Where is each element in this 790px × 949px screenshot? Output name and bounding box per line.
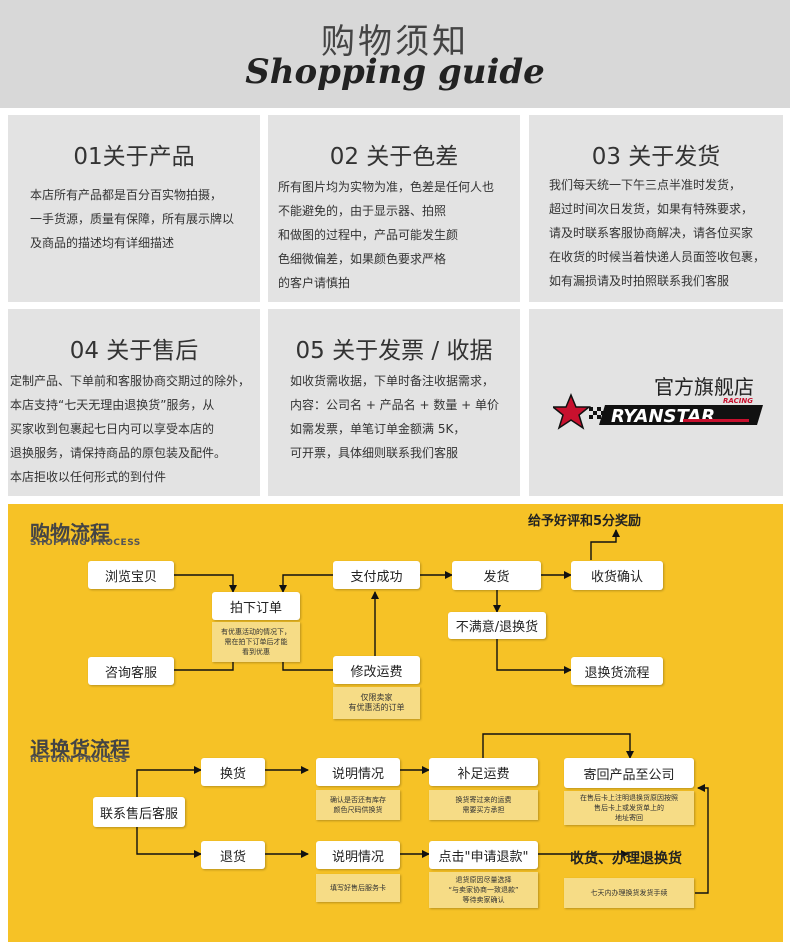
- shopping-process-subtitle: SHOPPING PROCESS: [30, 538, 141, 548]
- modify-fee-step: 修改运费: [333, 656, 420, 684]
- page-title-english: Shopping guide: [245, 52, 545, 92]
- explain-exchange-note: 确认是否还有库存 颜色尺码供换货: [316, 790, 400, 820]
- shopping-process-title: 购物流程: [30, 521, 110, 545]
- page-title: 购物须知: [321, 22, 469, 62]
- card-invoice: 05 关于发票 / 收据 如收货需收据，下单时备注收据需求， 内容：公司名 + …: [268, 309, 520, 496]
- card-color: 02 关于色差 所有图片均为实物为准，色差是任何人也 不能避免的，由于显示器、拍…: [268, 115, 520, 302]
- click-refund-note: 退货原因尽量选择 “与卖家协商一致退款” 等待卖家确认: [429, 872, 538, 908]
- card-product-title: 01关于产品: [73, 144, 195, 170]
- explain-exchange-step: 说明情况: [316, 758, 400, 786]
- unsatisfied-step: 不满意/退换货: [448, 612, 546, 639]
- card-invoice-body: 如收货需收据，下单时备注收据需求， 内容：公司名 + 产品名 + 数量 + 单价…: [290, 374, 500, 460]
- card-aftersale-title: 04 关于售后: [69, 338, 199, 364]
- receive-confirm-step: 收货确认: [571, 561, 663, 590]
- modify-fee-note: 仅限卖家 有优惠活的订单: [333, 687, 420, 719]
- brand-logo-small-text: RACING: [723, 397, 753, 405]
- process-panel: 购物流程 SHOPPING PROCESS 浏览宝贝 咨询客服 拍下订单 有优惠…: [8, 504, 783, 942]
- send-back-step: 寄回产品至公司: [564, 758, 694, 788]
- pay-extra-fee-note: 换货寄过来的运费 需要买方承担: [429, 790, 538, 820]
- card-product-body: 本店所有产品都是百分百实物拍摄， 一手货源，质量有保障，所有展示牌以 及商品的描…: [30, 188, 235, 250]
- card-product: 01关于产品 本店所有产品都是百分百实物拍摄， 一手货源，质量有保障，所有展示牌…: [8, 115, 260, 302]
- card-aftersale: 04 关于售后 定制产品、下单前和客服协商交期过的除外， 本店支持“七天无理由退…: [8, 309, 260, 496]
- card-shipping-body: 我们每天统一下午三点半准时发货， 超过时间次日发货，如果有特殊要求， 请及时联系…: [549, 178, 766, 288]
- return-process-title: 退换货流程: [30, 737, 130, 761]
- browse-step: 浏览宝贝: [88, 561, 174, 589]
- order-note: 有优惠活动的情况下， 需在拍下订单后才能 看到优惠: [212, 622, 300, 662]
- consult-step: 咨询客服: [88, 657, 174, 685]
- card-shipping-title: 03 关于发货: [591, 144, 721, 170]
- card-aftersale-body: 定制产品、下单前和客服协商交期过的除外， 本店支持“七天无理由退换货”服务，从 …: [10, 374, 251, 484]
- flow-arrows: [136, 529, 709, 894]
- reward-step: 给予好评和5分奖励: [528, 514, 642, 529]
- receive-refund-note: 七天内办理换货发货手续: [564, 878, 694, 908]
- send-back-note: 在售后卡上注明退换货原因按照 售后卡上或发货单上的 地址寄回: [564, 791, 694, 825]
- contact-aftersale-step: 联系售后客服: [93, 797, 185, 827]
- brand-logo-text: RYANSTAR: [611, 406, 715, 427]
- click-refund-step: 点击"申请退款": [429, 841, 538, 869]
- pay-step: 支付成功: [333, 561, 420, 589]
- ship-step: 发货: [452, 561, 541, 590]
- refund-step: 退货: [201, 841, 265, 869]
- store-label: 官方旗舰店: [654, 375, 754, 399]
- return-process-subtitle: RETURN PROCESS: [30, 755, 128, 765]
- explain-refund-step: 说明情况: [316, 841, 400, 869]
- card-color-title: 02 关于色差: [329, 144, 459, 170]
- header-banner: 购物须知 Shopping guide: [0, 0, 790, 108]
- explain-refund-note: 填写好售后服务卡: [316, 874, 400, 902]
- exchange-step: 换货: [201, 758, 265, 786]
- card-color-body: 所有图片均为实物为准，色差是任何人也 不能避免的，由于显示器、拍照 和做图的过程…: [278, 180, 495, 290]
- return-flow-step: 退换货流程: [571, 657, 663, 685]
- receive-refund-step: 收货、办理退换货: [570, 851, 682, 867]
- order-step: 拍下订单: [212, 592, 300, 620]
- brand-logo: RYANSTAR RACING: [550, 393, 765, 437]
- pay-extra-fee-step: 补足运费: [429, 758, 538, 786]
- card-invoice-title: 05 关于发票 / 收据: [295, 338, 493, 364]
- card-shipping: 03 关于发货 我们每天统一下午三点半准时发货， 超过时间次日发货，如果有特殊要…: [529, 115, 783, 302]
- card-logo: 官方旗舰店 RYANSTAR RACING: [529, 309, 783, 496]
